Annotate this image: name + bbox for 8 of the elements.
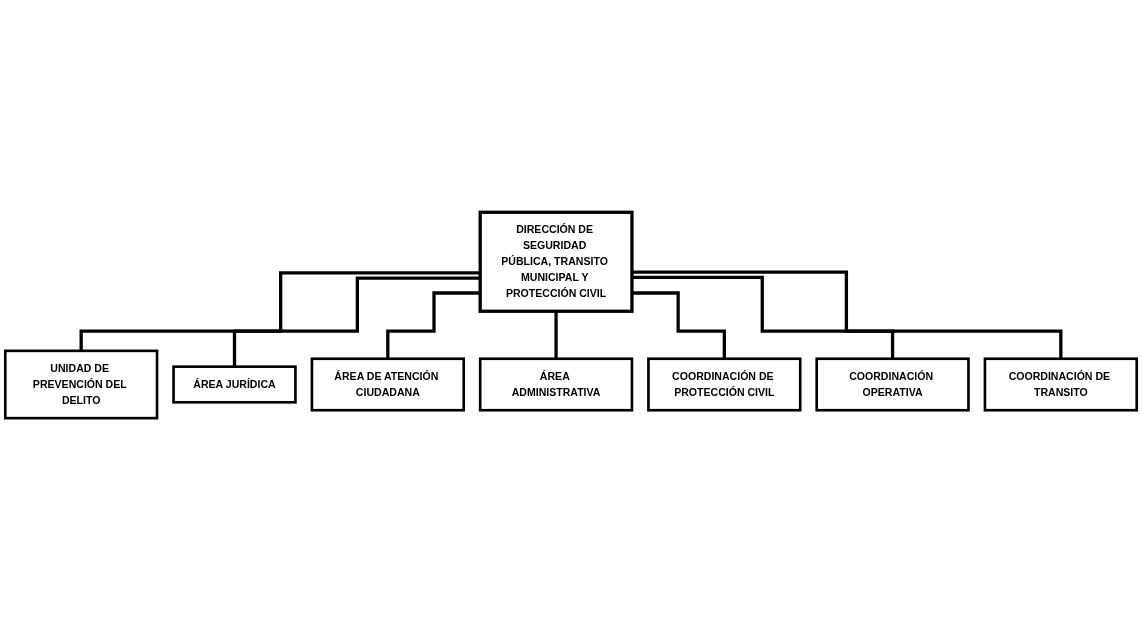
node-box: ÁREA JURÍDICA — [172, 365, 297, 404]
node-box: UNIDAD DE PREVENCIÓN DEL DELITO — [3, 349, 159, 420]
node-box: COORDINACIÓN OPERATIVA — [815, 357, 970, 412]
node-box: COORDINACIÓN DE PROTECCIÓN CIVIL — [647, 357, 802, 412]
node-box: DIRECCIÓN DE SEGURIDAD PÚBLICA, TRANSITO MUNICIPAL Y PROTECCIÓN CIVIL — [478, 210, 634, 313]
node-box: ÁREA ADMINISTRATIVA — [478, 357, 634, 412]
node-box: COORDINACIÓN DE TRANSITO — [983, 357, 1139, 412]
node-box: ÁREA DE ATENCIÓN CIUDADANA — [310, 357, 465, 412]
